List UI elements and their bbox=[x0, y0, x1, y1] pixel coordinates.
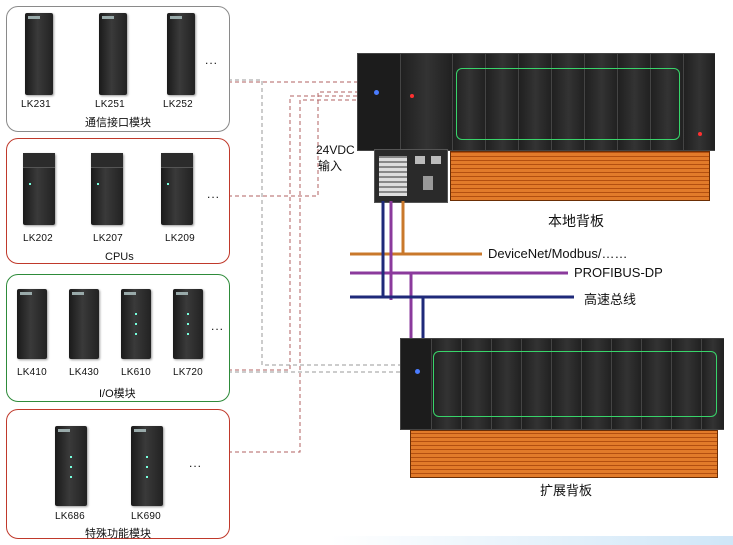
power-input-line1: 24VDC bbox=[316, 143, 355, 157]
power-input-line2: 输入 bbox=[318, 159, 343, 173]
module-label: LK410 bbox=[17, 367, 47, 378]
expansion-led-icon bbox=[415, 369, 420, 374]
module-label: LK610 bbox=[121, 367, 151, 378]
local-backplane-label: 本地背板 bbox=[548, 213, 604, 229]
local-terminal-block bbox=[450, 151, 710, 201]
profibus-bus bbox=[350, 201, 568, 340]
module-lk207 bbox=[91, 153, 123, 225]
group-label: 特殊功能模块 bbox=[85, 528, 151, 540]
module-lk410 bbox=[17, 289, 47, 359]
more-dots: ... bbox=[207, 187, 221, 201]
power-led-icon bbox=[374, 90, 379, 95]
profibus-label: PROFIBUS-DP bbox=[574, 265, 663, 280]
expansion-backplane bbox=[400, 338, 724, 430]
group-label: I/O模块 bbox=[99, 388, 136, 400]
group-label: CPUs bbox=[105, 251, 134, 263]
module-label: LK720 bbox=[173, 367, 203, 378]
module-lk231 bbox=[25, 13, 53, 95]
fault-led-icon bbox=[698, 132, 702, 136]
group-comm-modules: ... LK231 LK251 LK252 通信接口模块 bbox=[6, 6, 230, 132]
local-backplane bbox=[357, 53, 715, 151]
module-label: LK252 bbox=[163, 99, 193, 110]
module-lk251 bbox=[99, 13, 127, 95]
expansion-backplane-label: 扩展背板 bbox=[540, 483, 593, 498]
highspeed-bus bbox=[350, 201, 574, 340]
group-label: 通信接口模块 bbox=[85, 117, 151, 129]
group-io-modules: ... LK410 LK430 LK610 LK720 I/O模块 bbox=[6, 274, 230, 402]
status-led-icon bbox=[410, 94, 414, 98]
group-cpus: ... LK202 LK207 LK209 CPUs bbox=[6, 138, 230, 264]
devicenet-label: DeviceNet/Modbus/…… bbox=[488, 246, 628, 261]
devicenet-bus bbox=[350, 201, 482, 256]
connector-io bbox=[228, 95, 404, 371]
module-lk610 bbox=[121, 289, 151, 359]
module-lk720 bbox=[173, 289, 203, 359]
module-label: LK430 bbox=[69, 367, 99, 378]
connector-comm-2 bbox=[228, 79, 406, 366]
more-dots: ... bbox=[205, 53, 219, 67]
module-lk686 bbox=[55, 426, 87, 506]
module-lk430 bbox=[69, 289, 99, 359]
module-label: LK207 bbox=[93, 233, 123, 244]
module-label: LK690 bbox=[131, 511, 161, 522]
module-label: LK686 bbox=[55, 511, 85, 522]
highspeed-label: 高速总线 bbox=[584, 292, 637, 307]
module-label: LK231 bbox=[21, 99, 51, 110]
more-dots: ... bbox=[211, 319, 225, 333]
module-lk202 bbox=[23, 153, 55, 225]
module-lk252 bbox=[167, 13, 195, 95]
more-dots: ... bbox=[189, 456, 203, 470]
expansion-terminal-block bbox=[410, 430, 718, 478]
module-label: LK251 bbox=[95, 99, 125, 110]
bottom-strip bbox=[330, 536, 733, 545]
group-special-modules: ... LK686 LK690 特殊功能模块 bbox=[6, 409, 230, 540]
module-lk209 bbox=[161, 153, 193, 225]
local-io-block bbox=[374, 149, 448, 203]
module-label: LK209 bbox=[165, 233, 195, 244]
module-lk690 bbox=[131, 426, 163, 506]
connector-special bbox=[228, 99, 410, 453]
module-label: LK202 bbox=[23, 233, 53, 244]
